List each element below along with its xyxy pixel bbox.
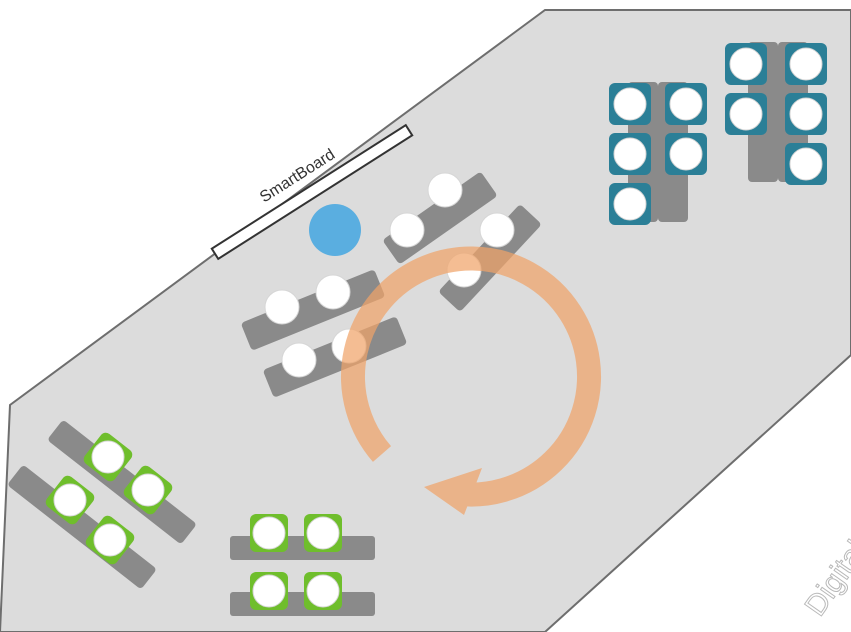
teal-seat (665, 133, 707, 175)
green-seat (123, 465, 173, 515)
green-seat (304, 572, 342, 610)
center-seat (389, 212, 425, 248)
green-seat (250, 514, 288, 552)
teal-seat (665, 83, 707, 125)
teal-seat (785, 143, 827, 185)
teal-seat (609, 183, 651, 225)
teacher-dot (309, 204, 361, 256)
green-seat (83, 432, 133, 482)
center-seat (427, 172, 463, 208)
teal-cluster (609, 42, 827, 225)
teal-seat (725, 93, 767, 135)
rotation-arrow-head (424, 468, 482, 515)
rotation-arrow-icon (341, 246, 601, 515)
teal-seat (609, 83, 651, 125)
smartboard-board (210, 123, 414, 261)
teal-seat (725, 43, 767, 85)
green-left-cluster (8, 421, 196, 588)
center-seat (315, 274, 351, 310)
green-seat (304, 514, 342, 552)
rotation-arrow-arc (341, 246, 601, 507)
green-seat (45, 475, 95, 525)
teal-seat (785, 93, 827, 135)
green-seat (85, 515, 135, 565)
center-seat (479, 212, 515, 248)
center-seat (281, 342, 317, 378)
center-seat (264, 289, 300, 325)
desk (48, 421, 196, 543)
teal-seat (609, 133, 651, 175)
green-seat (250, 572, 288, 610)
teal-seat (785, 43, 827, 85)
green-bottom-cluster (230, 514, 375, 616)
watermark-text: Digital C (799, 510, 851, 622)
